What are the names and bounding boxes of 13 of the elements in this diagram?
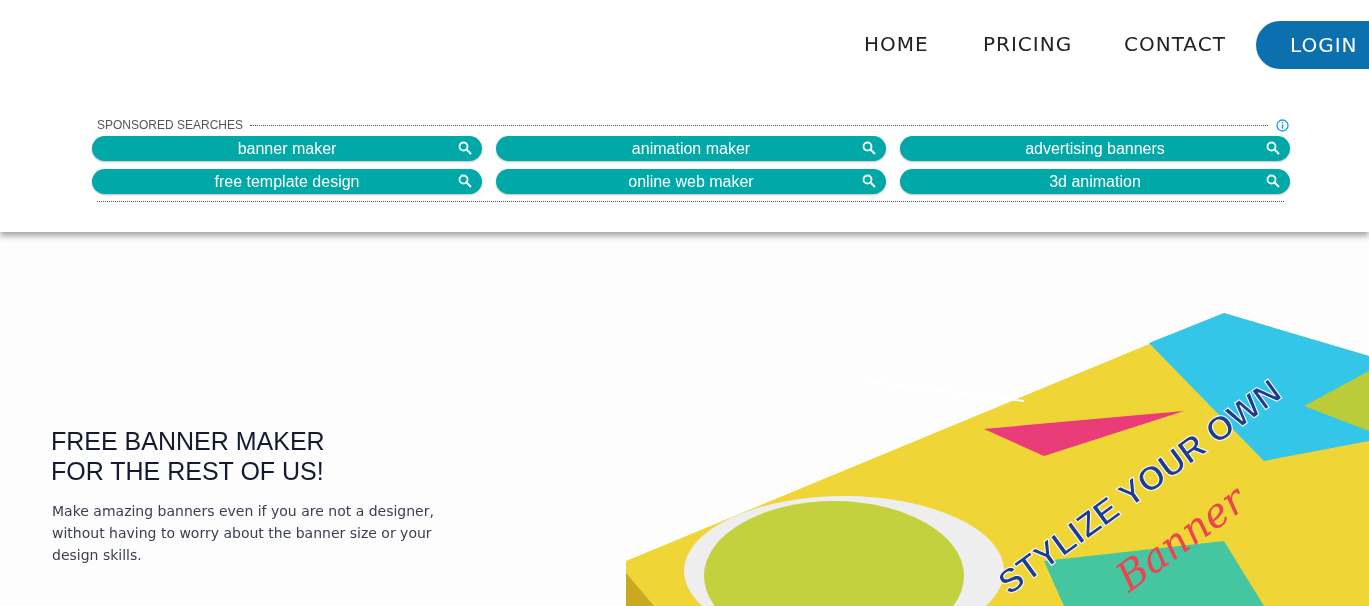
search-button: advertising banners [900,136,1290,161]
search-button: animation maker [496,136,886,161]
search-button: free template design [92,169,482,194]
search-button: online web maker [496,169,886,194]
search-button: 3d animation [900,169,1290,194]
nav-link: CONTACT [1124,32,1226,56]
hero-paragraph: Make amazing banners even if you are not a designer, without having to worry about the banner size or your design skills. [52,502,435,565]
nav-link: PRICING [983,32,1073,56]
nav-link: HOME [864,32,929,56]
login-button: LOGIN [1256,21,1369,69]
section-label: SPONSORED SEARCHES [97,118,244,132]
search-button: banner maker [92,136,482,161]
hero-heading: FREE BANNER MAKER FOR THE REST OF US! [51,426,326,486]
